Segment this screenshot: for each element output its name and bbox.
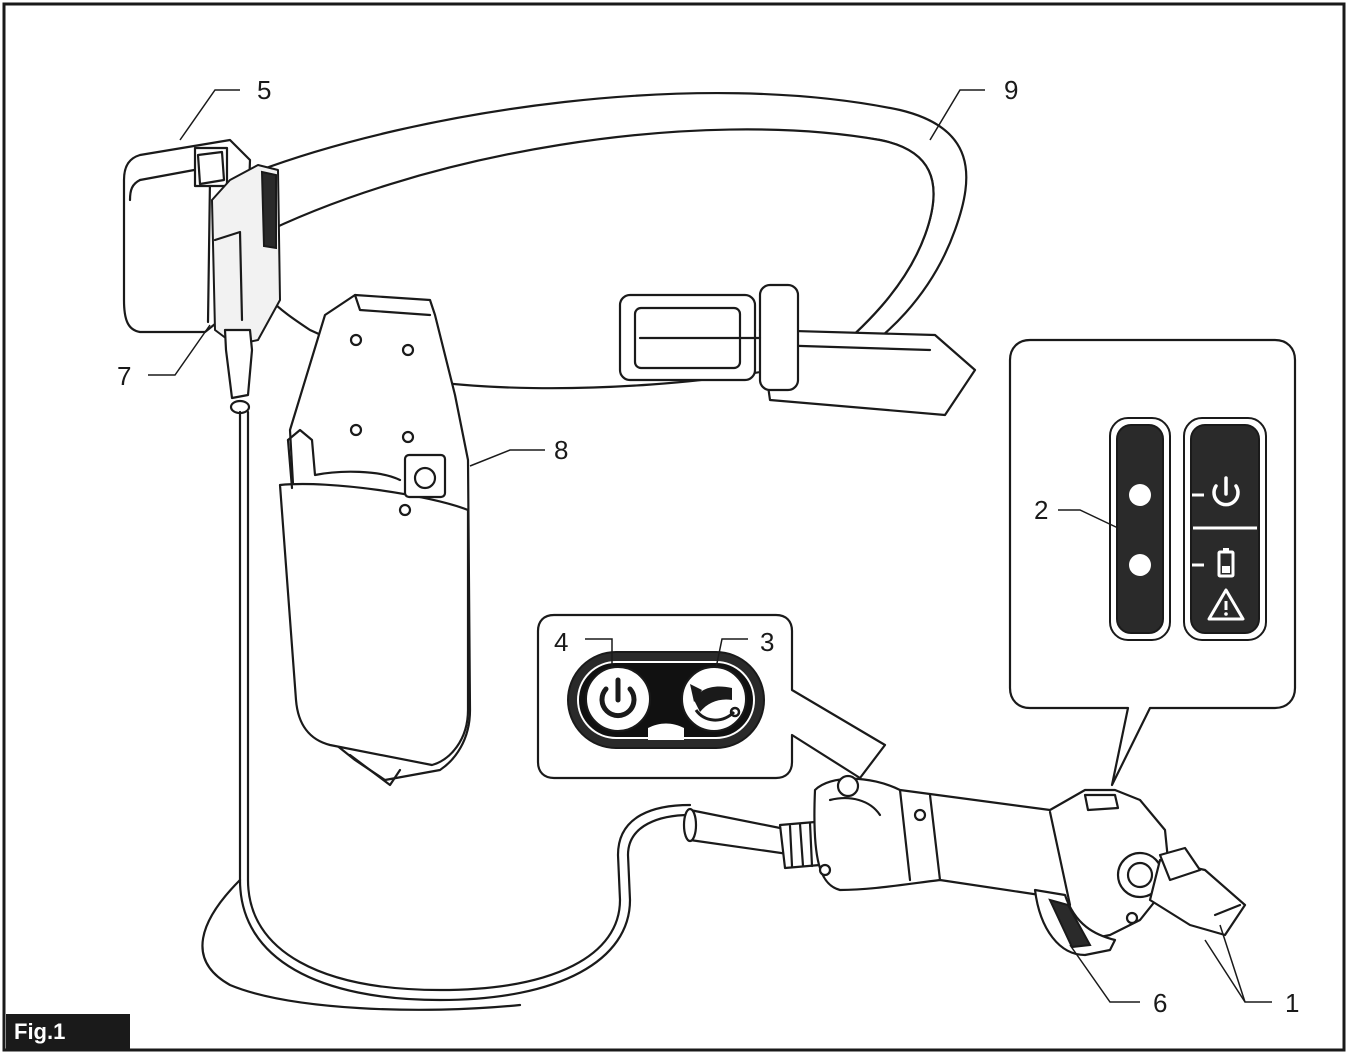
battery-icon <box>1217 548 1235 578</box>
figure-label: Fig.1 <box>6 1014 130 1050</box>
pruning-shears <box>682 774 1247 957</box>
callout-3: 3 <box>760 627 775 657</box>
callout-4: 4 <box>554 627 569 657</box>
power-led <box>1129 484 1151 506</box>
callout-7: 7 <box>117 361 132 391</box>
callout-9: 9 <box>1004 75 1019 105</box>
indicator-inset <box>1008 338 1297 787</box>
power-icon <box>1212 476 1240 507</box>
callout-5: 5 <box>257 75 272 105</box>
callout-1: 1 <box>1285 988 1300 1018</box>
warning-icon <box>1207 588 1245 621</box>
callout-2: 2 <box>1034 495 1049 525</box>
leader-lines <box>148 89 1272 1003</box>
callout-8: 8 <box>554 435 569 465</box>
callout-6: 6 <box>1153 988 1168 1018</box>
power-cord <box>201 410 692 1011</box>
power-icon <box>599 677 637 719</box>
switch-inset <box>536 613 887 780</box>
blade-mode-icon <box>690 684 741 722</box>
battery-pack <box>122 138 281 415</box>
battery-led <box>1129 554 1151 576</box>
holster <box>278 293 472 787</box>
